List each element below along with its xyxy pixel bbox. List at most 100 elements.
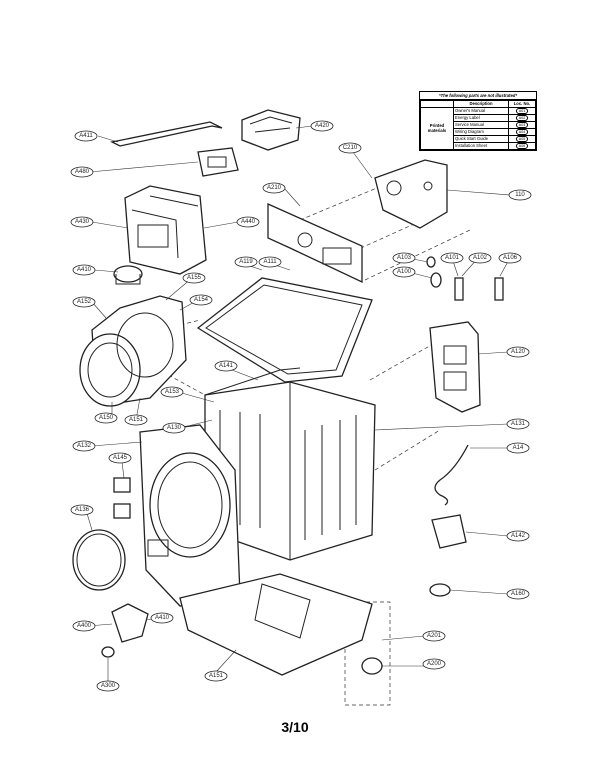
callout-c15: A103 [392, 252, 416, 264]
callout-c14: A154 [189, 294, 213, 306]
hinge-part [113, 477, 131, 519]
callout-c16: A100 [392, 266, 416, 278]
callout-c13: A155 [182, 272, 206, 284]
callout-label: A210 [267, 185, 282, 191]
filter-cover-part [111, 603, 149, 643]
drain-plug-part [101, 646, 115, 658]
base-frame-part [179, 573, 373, 676]
legend-row-description: Service Manual [453, 120, 509, 129]
legend-row-description: Owner's Manual [453, 106, 509, 115]
callout-label: A410 [77, 267, 92, 273]
callout-label: A102 [473, 255, 488, 261]
callout-c31: A142 [506, 530, 530, 542]
callout-c6: C210 [338, 142, 362, 154]
dispenser-assembly-part [241, 109, 301, 151]
callout-c23: A151 [124, 414, 148, 426]
noise-filter-part [431, 514, 467, 549]
callout-label: A141 [219, 363, 234, 369]
legend-col-description: Description [453, 100, 509, 108]
rear-cover-part [429, 321, 481, 413]
callout-label: A440 [241, 219, 256, 225]
callout-label: A142 [511, 533, 526, 539]
legend-group-header-blank [420, 100, 454, 108]
callout-label: A480 [75, 169, 90, 175]
pump-motor-part [361, 657, 383, 675]
legend-row-description: Installation Sheet [453, 141, 509, 150]
callout-label: A153 [165, 389, 180, 395]
callout-label: A120 [511, 349, 526, 355]
main-pwb-assembly-part [124, 185, 207, 275]
callout-c35: A300 [96, 680, 120, 692]
legend-row-loc: A01 [515, 107, 529, 114]
door-gasket-part [72, 529, 126, 591]
callout-label: A201 [427, 633, 442, 639]
callout-label: A111 [263, 259, 277, 265]
callout-c3: A480 [70, 166, 94, 178]
callout-c26: A131 [506, 418, 530, 430]
front-door-part [139, 424, 241, 607]
callout-c34: A400 [72, 620, 96, 632]
legend-header: *The following parts are not illustrated… [420, 92, 536, 100]
callout-c17: A101 [440, 252, 464, 264]
page-number: 3/10 [281, 719, 309, 735]
callout-c2: A420 [310, 120, 334, 132]
callout-label: 110 [515, 192, 525, 198]
legend-table: Description Loc. No. Printed materials O… [420, 100, 536, 150]
callout-label: A136 [75, 507, 90, 513]
callout-c36: A201 [422, 630, 446, 642]
callout-c30: A136 [70, 504, 94, 516]
callout-label: A151 [129, 417, 144, 423]
callout-c27: A132 [72, 440, 96, 452]
control-board-part [197, 147, 239, 177]
callout-label: A14 [513, 445, 524, 451]
callout-c7: A210 [262, 182, 286, 194]
callout-label: C210 [343, 145, 358, 151]
legend-row-description: Wiring Diagram [453, 127, 509, 136]
legend-row-loc: A03 [515, 121, 529, 128]
callout-c20: A120 [506, 346, 530, 358]
callout-label: A430 [75, 219, 90, 225]
water-valve-parts [426, 256, 504, 301]
callout-label: A119 [239, 259, 253, 265]
legend-row-loc: A02 [515, 114, 529, 121]
callout-label: A200 [427, 661, 442, 667]
callout-c10: A119 [234, 256, 258, 268]
legend-row-loc: A05 [515, 135, 529, 142]
callout-label: A155 [187, 275, 202, 281]
callout-c9: A410 [72, 264, 96, 276]
callout-c11: A111 [258, 256, 282, 268]
callout-label: A410 [155, 615, 170, 621]
leveling-foot-part [429, 583, 451, 597]
legend-row-loc: A04 [515, 128, 529, 135]
callout-c21: A141 [214, 360, 238, 372]
control-panel-part [267, 202, 363, 284]
callout-label: A106 [503, 255, 518, 261]
callout-c29: A14 [506, 442, 530, 454]
callout-label: A160 [511, 591, 526, 597]
legend-row-loc: A06 [515, 142, 529, 149]
callout-c22: A150 [94, 412, 118, 424]
callout-c19: A106 [498, 252, 522, 264]
legend-row-description: Energy Label [453, 113, 509, 122]
callout-label: A132 [77, 443, 92, 449]
callout-label: A100 [397, 269, 412, 275]
callout-label: A145 [113, 455, 128, 461]
hose-bracket-part [110, 121, 223, 147]
drain-pump-part [113, 265, 143, 285]
callout-label: A131 [511, 421, 526, 427]
cabinet-part [204, 367, 376, 561]
callout-c38: A151 [204, 670, 228, 682]
power-cord-part [434, 444, 469, 506]
callout-label: A103 [397, 255, 412, 261]
callout-c32: A160 [506, 588, 530, 600]
callout-c18: A102 [468, 252, 492, 264]
callout-c28: A145 [108, 452, 132, 464]
callout-label: A151 [209, 673, 224, 679]
callout-c33: A410 [150, 612, 174, 624]
callout-c37: A200 [422, 658, 446, 670]
callout-c1: A411 [74, 130, 98, 142]
not-illustrated-parts-table: *The following parts are not illustrated… [419, 91, 537, 151]
callout-c5: A440 [236, 216, 260, 228]
